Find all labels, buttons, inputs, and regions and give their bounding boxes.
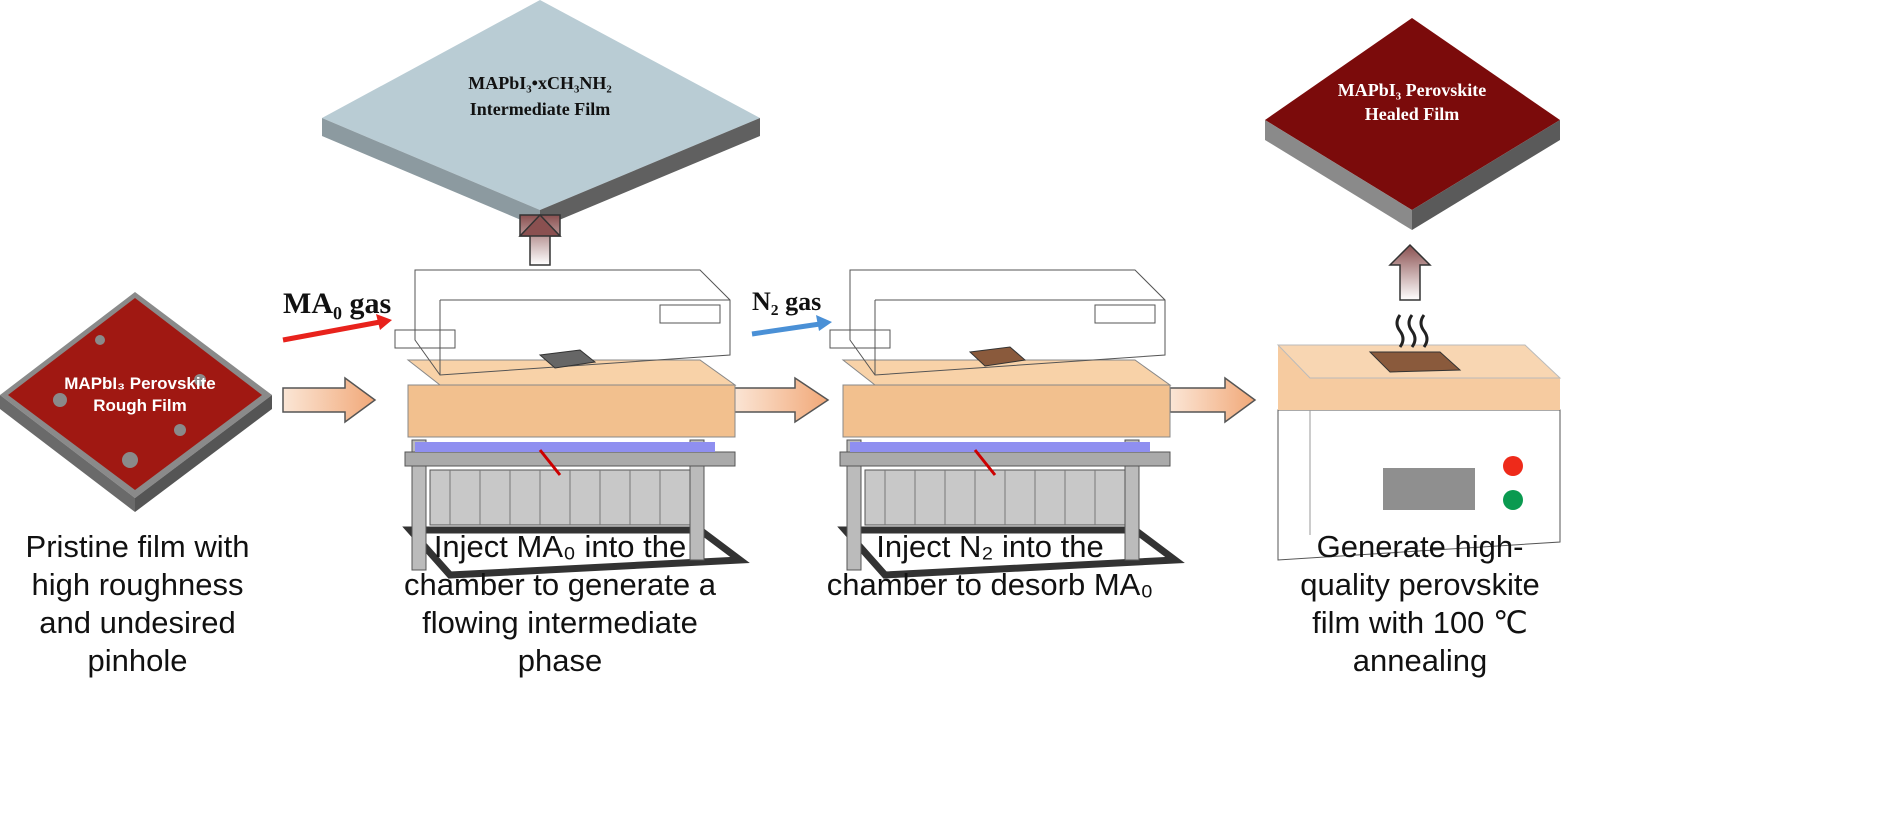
up-arrow-1-head <box>518 213 562 237</box>
healed-film-label: MAPbI₃ Perovskite Healed Film <box>1282 78 1542 126</box>
up-arrow-2 <box>1388 243 1432 301</box>
process-arrow-3 <box>1169 376 1257 424</box>
n2-gas-arrow <box>751 321 821 337</box>
intermediate-film-label-line2: Intermediate Film <box>469 99 611 119</box>
red-indicator-icon <box>1503 456 1523 476</box>
rough-film-label: MAPbI₃ Perovskite Rough Film <box>20 373 260 417</box>
ma0-gas-label: MA₀ gas <box>283 287 392 320</box>
caption-step-2: Inject MA₀ into the chamber to generate … <box>404 529 716 678</box>
process-arrow-2 <box>732 376 830 424</box>
healed-film-label-line1: MAPbI₃ Perovskite <box>1337 80 1487 100</box>
reaction-chamber <box>394 269 750 579</box>
caption-step-3: Inject N₂ into the chamber to desorb MA₀ <box>826 529 1154 602</box>
rough-film-label-line1: MAPbI₃ Perovskite <box>64 374 216 393</box>
rough-film <box>0 292 272 512</box>
healed-film <box>1265 18 1560 230</box>
caption-step-1: Pristine film with high roughness and un… <box>25 529 250 678</box>
healed-film-label-line2: Healed Film <box>1364 104 1460 124</box>
rough-film-label-line2: Rough Film <box>93 396 187 415</box>
n2-gas-label: N₂ gas <box>752 287 822 316</box>
process-arrow-1 <box>282 376 377 424</box>
intermediate-film <box>322 0 760 228</box>
green-indicator-icon <box>1503 490 1523 510</box>
caption-step-4: Generate high- quality perovskite film w… <box>1300 529 1540 678</box>
heat-steam-icon <box>1395 314 1429 348</box>
ma0-gas-arrow <box>282 319 381 343</box>
intermediate-film-label-line1: MAPbI₃•xCH₃NH₂ <box>468 73 612 93</box>
annealing-hotplate <box>1276 314 1562 561</box>
intermediate-film-label: MAPbI₃•xCH₃NH₂ Intermediate Film <box>400 70 680 122</box>
